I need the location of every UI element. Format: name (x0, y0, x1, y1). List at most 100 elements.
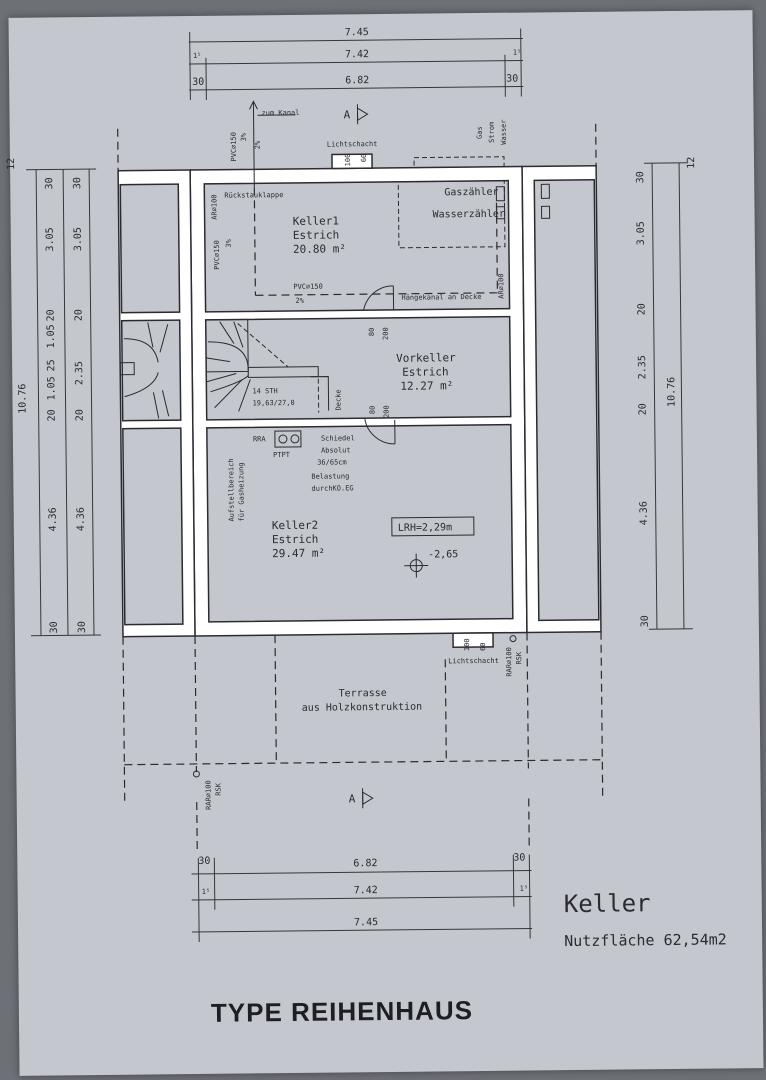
ruckstau-label: Rückstauklappe (224, 191, 283, 200)
dim-bottom-edge-right: 1⁵ (520, 884, 529, 892)
terrace-line2: aus Holzkonstruktion (302, 702, 423, 714)
lightwell-bottom-60: 60 (479, 642, 487, 651)
decke-label: Decke (334, 389, 342, 410)
room-vorkeller (204, 315, 512, 421)
door1-height: 200 (382, 327, 390, 340)
keller2-name: Keller2 (272, 519, 318, 532)
lichtschacht-bottom-label: Lichtschacht (448, 657, 499, 666)
door1-width: 80 (368, 328, 376, 337)
gaszaehler-label: Gaszähler (444, 187, 498, 199)
dim-top-middle: 7.42 (345, 49, 369, 60)
wasserzaehler-label: Wasserzähler (433, 209, 505, 221)
rar100-b-label: RAR∅100 (205, 780, 213, 810)
top-dimensions: 7.45 7.42 6.82 1⁵ 1⁵ 30 30 (188, 27, 524, 100)
dim-bottom-middle: 7.42 (354, 885, 378, 896)
dim-left-o9: 30 (49, 621, 60, 633)
keller2-floor: Estrich (272, 533, 318, 546)
keller2-area: 29.47 m² (272, 547, 325, 561)
section-label-top: A (343, 108, 350, 121)
dim-left-i4: 20 (75, 409, 86, 421)
lightwell-top-60: 60 (360, 154, 368, 163)
ptpt-label: PTPT (273, 451, 291, 459)
dim-left-i1: 3.05 (73, 227, 84, 251)
vorkeller-name: Vorkeller (396, 351, 456, 365)
left-dimensions: 12 30 3.05 20 1.05 25 1.05 20 4.36 30 30… (6, 158, 101, 637)
dim-right-i6: 30 (640, 615, 651, 627)
dim-left-o1: 30 (44, 177, 55, 189)
keller1-floor: Estrich (293, 228, 339, 241)
dim-top-edge-right: 1⁵ (513, 49, 522, 57)
belastung-line1: Belastung (311, 472, 349, 480)
keller1-area: 20.80 m² (293, 242, 346, 256)
dim-bottom-overall: 7.45 (354, 917, 378, 928)
door2-width: 80 (369, 406, 377, 415)
right-dimensions: 30 3.05 20 2.35 20 4.36 30 12 10.76 (635, 157, 697, 630)
rsk-b-label: RSK (215, 782, 223, 796)
legend-title: Keller (564, 889, 651, 918)
keller1-name: Keller1 (293, 214, 339, 227)
vorkeller-floor: Estrich (402, 365, 448, 378)
dim-left-i6: 30 (77, 621, 88, 633)
dim-top-edge-left: 1⁵ (193, 52, 202, 60)
dim-left-o6: 1.05 (46, 376, 57, 400)
dim-right-i5: 4.36 (639, 501, 650, 525)
strom-label: Strom (488, 122, 496, 143)
pvc150-top-label: PVC∅150 (230, 132, 238, 162)
dim-left-o3: 20 (46, 309, 57, 321)
annotations: zum Kanal PVC∅150 3% 2% AR∅100 Rückstauk… (205, 109, 524, 810)
schiedel-line3: 36/65cm (317, 458, 347, 466)
lightwell-bottom-100: 100 (463, 638, 471, 651)
type-title: TYPE REIHENHAUS (211, 995, 473, 1028)
lightwell-bottom: Lichtschacht 100 60 (448, 632, 499, 666)
stairs (119, 318, 330, 419)
slope-3-top: 3% (240, 132, 248, 141)
building-walls (117, 164, 602, 638)
schiedel-line2: Absolut (321, 446, 351, 454)
dim-top-wall-right: 30 (506, 74, 518, 85)
dim-left-o2: 3.05 (45, 227, 56, 251)
meter-area (397, 156, 551, 249)
section-label-bottom: A (349, 792, 356, 805)
schiedel-line1: Schiedel (321, 434, 355, 442)
dim-right-i1: 3.05 (636, 221, 647, 245)
dim-bottom-edge-left: 1⁵ (202, 888, 211, 896)
wasser-label: Wasser (500, 119, 508, 144)
doors: 80 200 80 200 (363, 285, 396, 445)
slope-3-left: 3% (225, 238, 233, 247)
room-labels: Keller1 Estrich 20.80 m² Vorkeller Estri… (272, 214, 456, 561)
drain-lines (249, 100, 499, 296)
level-marker (391, 516, 475, 578)
terrace: Terrasse aus Holzkonstruktion (122, 631, 604, 852)
dim-bottom-inner: 6.82 (353, 858, 377, 869)
haengekanal-label: Hängekanal an Decke (401, 293, 481, 302)
ar100-b-label: AR∅100 (497, 273, 505, 298)
dim-right-i2: 20 (637, 303, 648, 315)
dim-right-i0: 30 (635, 171, 646, 183)
aufstell-line1: Aufstellbereich (227, 458, 236, 521)
zum-kanal-label: zum Kanal (261, 109, 299, 117)
dim-left-i5: 4.36 (76, 507, 87, 531)
chimney (270, 426, 305, 448)
room-keller2 (206, 423, 514, 623)
dim-left-total: 10.76 (17, 384, 28, 414)
dim-left-o7: 20 (47, 409, 58, 421)
rar100-a-label: RAR∅100 (505, 647, 513, 677)
rsk-a-label: RSK (515, 651, 523, 665)
lichtschacht-top-label: Lichtschacht (327, 140, 378, 149)
dim-top-wall-left: 30 (192, 77, 204, 88)
legend: Keller Nutzfläche 62,54m2 (564, 889, 727, 950)
dim-left-i0: 30 (72, 177, 83, 189)
stairs-steps: 14 STH (252, 387, 277, 395)
slope-2-top: 2% (254, 140, 262, 149)
vorkeller-area: 12.27 m² (400, 379, 453, 393)
dim-left-o5: 25 (46, 359, 57, 371)
section-marker-top: A (343, 104, 369, 125)
belastung-line2: durchKO.EG (311, 484, 353, 492)
dim-left-o8: 4.36 (48, 507, 59, 531)
ar100-a-label: AR∅100 (210, 194, 218, 219)
dim-top-inner: 6.82 (345, 75, 369, 86)
dim-right-i3: 2.35 (637, 355, 648, 379)
dim-top-overall: 7.45 (345, 27, 369, 38)
lrh-label: LRH=2,29m (398, 522, 452, 534)
